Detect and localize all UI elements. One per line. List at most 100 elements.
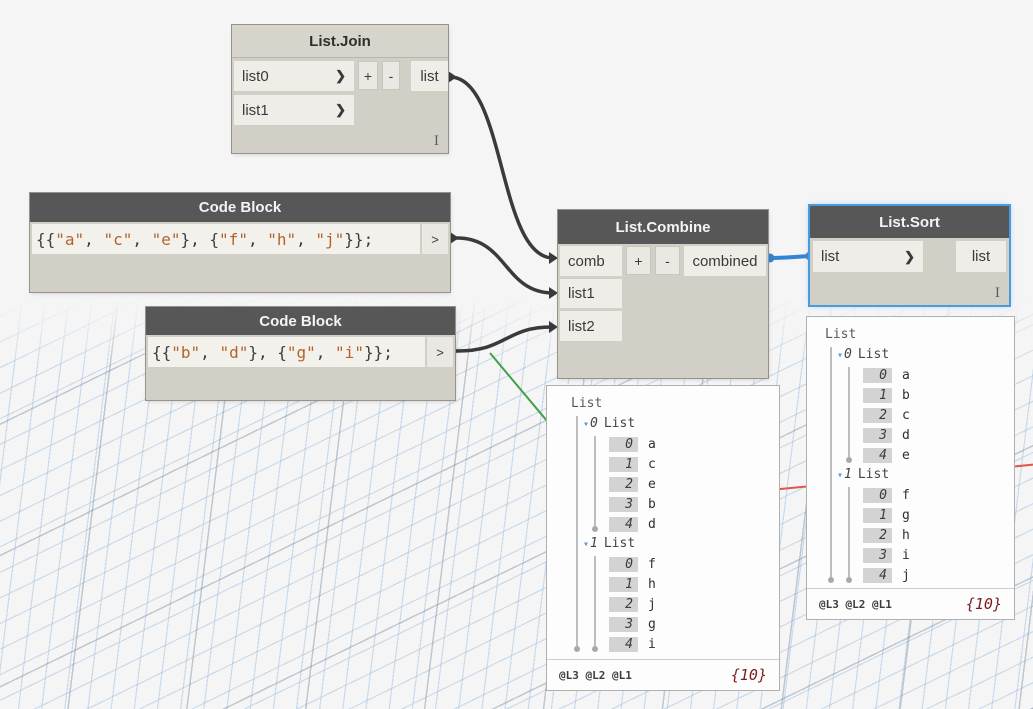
node-header[interactable]: Code Block xyxy=(30,193,450,222)
combine-list1-port-nub[interactable] xyxy=(549,287,558,299)
wire-codeblock1-to-combine[interactable] xyxy=(455,236,554,295)
code-punct-token: }}; xyxy=(363,342,393,362)
item-value: d xyxy=(902,427,910,443)
group-guide-line xyxy=(592,556,598,652)
combine-list2-port-nub[interactable] xyxy=(549,321,558,333)
levels-indicator[interactable]: @L3 @L2 @L1 xyxy=(819,597,892,611)
port-label: list xyxy=(420,67,439,85)
wire-join-to-combine[interactable] xyxy=(448,75,554,260)
input-port-list0[interactable]: list0 ❯ xyxy=(234,61,354,91)
expander-icon[interactable]: ▾ xyxy=(583,539,590,550)
code-punct-token: , xyxy=(247,229,268,249)
input-port-list2[interactable]: list2 xyxy=(560,311,622,341)
lacing-indicator[interactable]: I xyxy=(994,286,1000,301)
output-port-combined[interactable]: combined xyxy=(684,246,766,276)
wire-combine-to-sort[interactable] xyxy=(768,254,811,260)
output-port-chip[interactable]: > xyxy=(425,337,453,367)
expander-icon[interactable]: ▾ xyxy=(837,470,844,481)
codeblock1-output-port-nub[interactable] xyxy=(450,232,459,244)
chevron-right-icon[interactable]: ❯ xyxy=(904,248,915,264)
node-header[interactable]: Code Block xyxy=(146,307,455,335)
chevron-right-icon[interactable]: ❯ xyxy=(335,68,346,83)
index-chip: 0 xyxy=(609,556,638,572)
index-chip: 4 xyxy=(863,447,892,463)
port-label: list1 xyxy=(568,285,595,302)
expander-icon[interactable]: ▾ xyxy=(837,350,844,361)
code-editor[interactable]: {{"a", "c", "e"}, {"f", "h", "j"}}; > xyxy=(32,224,448,254)
code-string-token: "a" xyxy=(55,229,85,249)
chevron-right-icon[interactable]: ❯ xyxy=(335,102,346,117)
port-label: list2 xyxy=(568,317,595,335)
index-chip: 1 xyxy=(863,507,892,523)
port-label: list1 xyxy=(242,101,269,119)
minus-icon: - xyxy=(665,252,670,269)
group-index: 0 xyxy=(590,416,598,431)
item-value: c xyxy=(902,407,910,423)
remove-input-button[interactable]: - xyxy=(382,61,400,90)
add-input-button[interactable]: + xyxy=(358,61,378,90)
index-chip: 0 xyxy=(863,367,892,383)
code-punct-token: , xyxy=(84,229,104,249)
node-title: List.Sort xyxy=(879,213,940,231)
item-value: b xyxy=(648,496,656,512)
item-value: e xyxy=(902,447,910,463)
output-port-list[interactable]: list xyxy=(956,241,1006,272)
code-punct-token: , xyxy=(315,342,336,362)
port-label: list xyxy=(971,248,991,265)
item-value: f xyxy=(902,487,910,503)
output-port-chip[interactable]: > xyxy=(420,224,448,254)
node-list-sort[interactable]: List.Sort list ❯ list I xyxy=(810,206,1009,305)
index-chip: 0 xyxy=(863,487,892,503)
item-value: a xyxy=(648,436,656,452)
code-string-token: "b" xyxy=(171,342,201,362)
node-list-combine[interactable]: List.Combine comb list1 list2 + - combin… xyxy=(558,210,768,378)
index-chip: 2 xyxy=(609,596,638,612)
expander-icon[interactable]: ▾ xyxy=(583,419,590,430)
index-chip: 2 xyxy=(863,407,892,423)
add-input-button[interactable]: + xyxy=(626,246,651,275)
wire-combine-to-sort-selected[interactable] xyxy=(455,325,554,353)
code-editor[interactable]: {{"b", "d"}, {"g", "i"}}; > xyxy=(148,337,453,367)
code-punct-token: }}; xyxy=(344,229,374,249)
item-value: h xyxy=(902,527,910,543)
combine-comb-port-nub[interactable] xyxy=(549,252,558,264)
node-code-block-2[interactable]: Code Block {{"b", "d"}, {"g", "i"}}; > xyxy=(146,307,455,400)
plus-icon: + xyxy=(363,67,373,84)
node-header[interactable]: List.Sort xyxy=(810,206,1009,238)
input-port-list1[interactable]: list1 ❯ xyxy=(234,95,354,125)
node-list-join[interactable]: List.Join list0 ❯ list1 ❯ + - list I xyxy=(232,25,448,153)
output-port-list[interactable]: list xyxy=(411,61,448,91)
levels-indicator[interactable]: @L3 @L2 @L1 xyxy=(559,668,632,682)
chevron-right-icon: > xyxy=(431,231,439,247)
code-string-token: "d" xyxy=(219,342,249,362)
code-text[interactable]: {{"a", "c", "e"}, {"f", "h", "j"}}; xyxy=(32,230,420,249)
join-output-port-nub[interactable] xyxy=(448,71,457,83)
lacing-indicator[interactable]: I xyxy=(433,134,439,149)
node-header[interactable]: List.Join xyxy=(232,25,448,58)
minus-icon: - xyxy=(388,67,394,84)
input-port-list1[interactable]: list1 xyxy=(560,279,622,308)
code-text[interactable]: {{"b", "d"}, {"g", "i"}}; xyxy=(148,343,425,362)
input-port-list[interactable]: list ❯ xyxy=(813,241,923,272)
code-punct-token: , xyxy=(132,229,152,249)
item-value: e xyxy=(648,476,656,492)
index-chip: 3 xyxy=(609,496,638,512)
remove-input-button[interactable]: - xyxy=(655,246,680,275)
node-code-block-1[interactable]: Code Block {{"a", "c", "e"}, {"f", "h", … xyxy=(30,193,450,292)
input-port-comb[interactable]: comb xyxy=(560,246,622,276)
node-header[interactable]: List.Combine xyxy=(558,210,768,244)
